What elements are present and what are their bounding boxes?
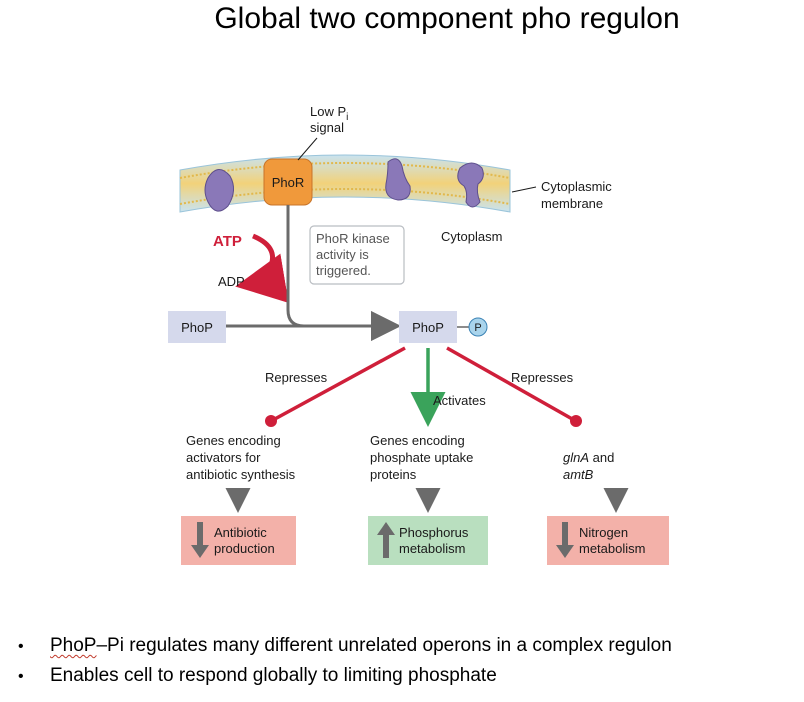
- repress-left-end: [265, 415, 277, 427]
- target-nitrogen-line: glnA and: [563, 450, 614, 465]
- atp-adp-arrow: [235, 233, 289, 303]
- phor-label: PhoR: [272, 175, 305, 190]
- represses-left-line: [272, 346, 406, 422]
- outcome-antibiotic-line: Antibiotic: [214, 525, 267, 540]
- bullet-text: Enables cell to respond globally to limi…: [50, 665, 497, 686]
- target-antibiotic-line: Genes encoding: [186, 433, 281, 448]
- bullet-list: • PhoP–Pi regulates many different unrel…: [18, 635, 798, 695]
- spellcheck-word: PhoP: [50, 635, 97, 656]
- phosphate-icon: [468, 317, 488, 337]
- represses-right-label: Represses: [511, 370, 574, 385]
- signal-label: Low Pi: [310, 104, 348, 123]
- target-antibiotic-line: activators for: [186, 450, 261, 465]
- down-arrow-icon: [191, 522, 209, 558]
- phop-left-label: PhoP: [181, 320, 213, 335]
- target-phosphate-line: Genes encoding: [370, 433, 465, 448]
- target-nitrogen-line: amtB: [563, 467, 594, 482]
- membrane-label-2: membrane: [541, 196, 603, 211]
- page-title: Global two component pho regulon: [214, 2, 680, 35]
- repress-right-end: [570, 415, 582, 427]
- bullet-item: • Enables cell to respond globally to li…: [18, 665, 497, 686]
- outcome-antibiotic-line: production: [214, 541, 275, 556]
- target-antibiotic-line: antibiotic synthesis: [186, 467, 296, 482]
- signal-label-2: signal: [310, 120, 344, 135]
- membrane-label: Cytoplasmic: [541, 179, 612, 194]
- membrane-protein-icon: [385, 158, 411, 201]
- adp-label: ADP: [218, 274, 245, 289]
- membrane-protein-icon: [204, 169, 234, 212]
- down-arrow-icon: [556, 522, 574, 558]
- atp-label: ATP: [213, 233, 242, 250]
- bullet-item: • PhoP–Pi regulates many different unrel…: [18, 635, 672, 656]
- membrane-protein-icon: [457, 162, 484, 208]
- kinase-note-line: PhoR kinase: [316, 231, 390, 246]
- represses-left-label: Represses: [265, 370, 328, 385]
- phosphate-label: P: [474, 322, 481, 334]
- kinase-note-line: triggered.: [316, 263, 371, 278]
- target-phosphate-line: proteins: [370, 467, 417, 482]
- phop-box-right: [399, 311, 457, 343]
- represses-right-line: [446, 346, 575, 422]
- phop-box-left: [168, 311, 226, 343]
- up-arrow-icon: [377, 522, 395, 558]
- outcome-phosphorus-line: metabolism: [399, 541, 465, 556]
- bullet-text: –Pi regulates many different unrelated o…: [96, 635, 672, 656]
- pho-regulon-diagram: PhoR Low Pi signal Cytoplasmic membrane …: [168, 104, 669, 565]
- cytoplasm-label: Cytoplasm: [441, 229, 502, 244]
- activates-label: Activates: [433, 393, 486, 408]
- outcome-nitrogen-line: Nitrogen: [579, 525, 628, 540]
- target-phosphate-line: phosphate uptake: [370, 450, 473, 465]
- outcome-nitrogen-line: metabolism: [579, 541, 645, 556]
- outcome-phosphorus-line: Phosphorus: [399, 525, 469, 540]
- kinase-note-box: [309, 225, 405, 285]
- phop-right-label: PhoP: [412, 320, 444, 335]
- kinase-note-line: activity is: [316, 247, 369, 262]
